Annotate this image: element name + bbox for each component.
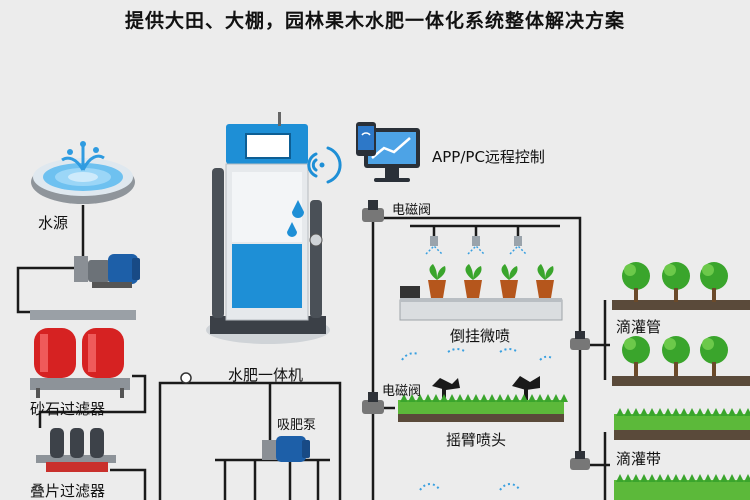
valve-drip-tape [570,451,590,470]
drip-pipe-trees [612,262,750,386]
label-solenoid-valve-top: 电磁阀 [392,203,432,218]
pressure-gauge-icon [180,372,192,384]
drip-tape-grass [614,408,750,500]
water-source [31,141,135,204]
label-remote-control: APP/PC远程控制 [432,148,545,166]
potted-plants [428,264,554,298]
label-hanging-micro-spray: 倒挂微喷 [450,327,511,345]
label-fertilizer-pump: 吸肥泵 [277,418,317,433]
solenoid-valve-mid [362,392,384,414]
label-sand-filter: 砂石过滤器 [30,400,106,418]
pipe-network [16,205,610,500]
label-fertigation-machine: 水肥一体机 [228,366,304,384]
label-drip-tape: 滴灌带 [616,450,662,468]
label-solenoid-valve-mid: 电磁阀 [382,384,422,399]
sand-filter [30,310,136,398]
fertigation-machine-unit [206,112,330,344]
hanging-micro-spray [399,236,563,321]
valve-drip-pipe [570,331,590,350]
wifi-icon [307,146,342,184]
label-rocker-sprinkler: 摇臂喷头 [446,431,507,449]
disc-filter [36,428,116,472]
solenoid-valve-top [362,200,384,222]
label-drip-pipe: 滴灌管 [616,318,662,336]
label-water-source: 水源 [38,214,69,232]
label-disc-filter: 叠片过滤器 [30,482,106,500]
phone-icon [356,122,376,156]
page-title: 提供大田、大棚，园林果木水肥一体化系统整体解决方案 [124,10,625,32]
rocker-sprinkler [398,348,568,491]
water-pump [74,254,140,288]
fertilizer-pump [262,436,310,462]
